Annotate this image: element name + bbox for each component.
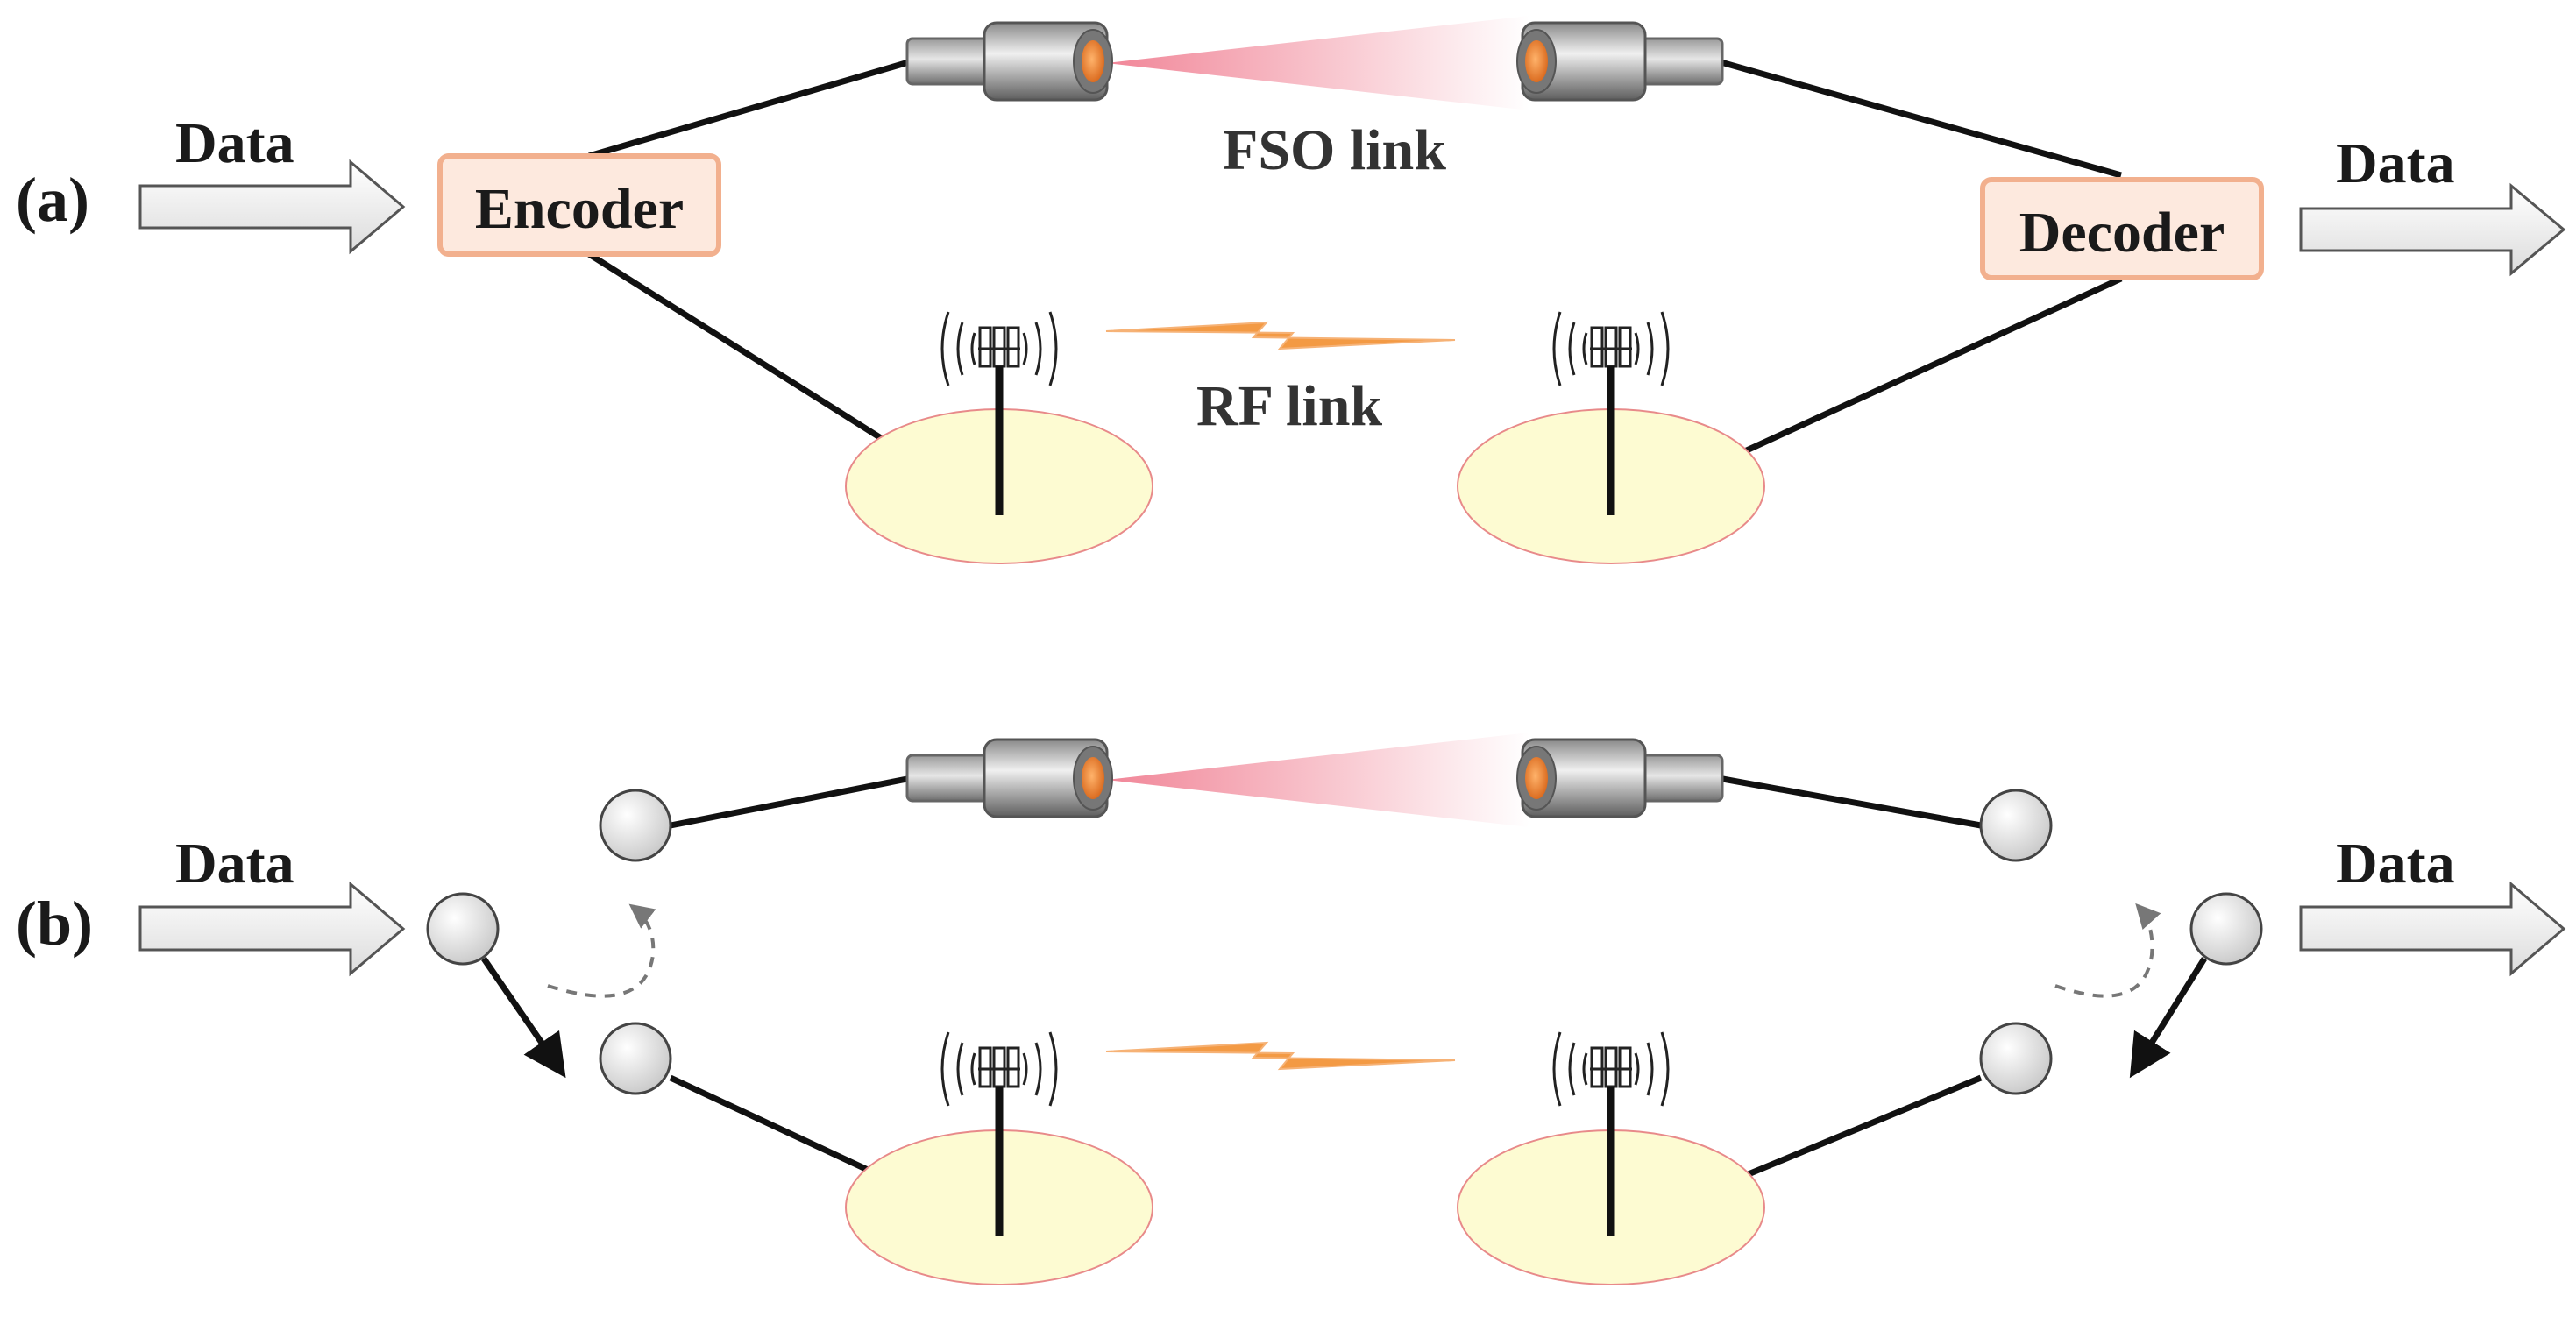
- decoder-label: Decoder: [2019, 201, 2225, 265]
- fso-receiver-icon-b: [1515, 738, 1724, 818]
- right-switch-arm: [2129, 957, 2207, 1079]
- encoder-label: Encoder: [475, 177, 684, 241]
- output-data-arrow: [2299, 182, 2566, 277]
- panel-a-label: (a): [16, 165, 89, 235]
- switch-node-output: [2189, 892, 2263, 966]
- fso-receiver-icon: [1515, 21, 1724, 102]
- rf-bolt-icon: [1105, 321, 1456, 350]
- rf-link-label: RF link: [1196, 374, 1382, 438]
- output-data-label-b: Data: [2336, 832, 2455, 896]
- left-switch-arm: [481, 957, 566, 1079]
- fso-link-label: FSO link: [1223, 118, 1446, 182]
- rf-bolt-icon-b: [1105, 1041, 1456, 1071]
- panel-b-label: (b): [16, 889, 93, 959]
- fso-beam: [1106, 16, 1529, 110]
- input-data-label: Data: [175, 111, 295, 175]
- switch-node-fso-rx: [1979, 789, 2053, 862]
- switch-node-fso-tx: [599, 789, 672, 862]
- switch-node-rf-rx: [1979, 1022, 2053, 1095]
- panel-b: (b) Data: [16, 733, 2566, 1285]
- panel-a: (a) Data FSO link RF link Encoder Decod: [16, 16, 2566, 564]
- fso-beam-b: [1106, 733, 1529, 827]
- encoder-box: [437, 153, 721, 257]
- input-data-arrow-b: [138, 881, 406, 977]
- switch-node-input: [426, 892, 500, 966]
- fso-transmitter-icon-b: [905, 738, 1114, 818]
- fso-transmitter-icon: [905, 21, 1114, 102]
- input-data-arrow: [138, 159, 406, 255]
- wires-b: [669, 775, 1983, 1235]
- right-switch-rotation-icon: [2054, 903, 2161, 998]
- switch-node-rf-tx: [599, 1022, 672, 1095]
- decoder-box: [1980, 177, 2264, 280]
- output-data-label: Data: [2336, 131, 2455, 195]
- input-data-label-b: Data: [175, 832, 295, 896]
- left-switch-rotation-icon: [547, 903, 656, 998]
- output-data-arrow-b: [2299, 881, 2566, 977]
